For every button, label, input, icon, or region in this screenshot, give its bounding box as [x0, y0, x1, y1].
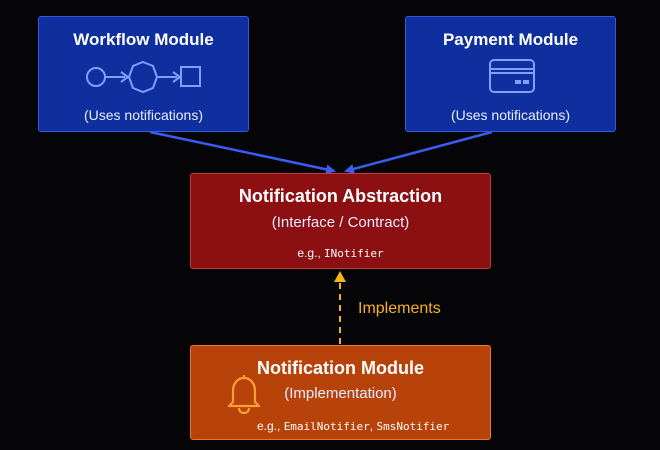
payment-module-title: Payment Module	[442, 30, 579, 49]
abstraction-example-prefix: e.g.,	[297, 246, 325, 260]
implements-arrowhead	[334, 271, 346, 282]
workflow-module-subtitle: (Uses notifications)	[83, 107, 204, 123]
abstraction-subtitle: (Interface / Contract)	[271, 214, 410, 231]
payment-module-box: Payment Module (Uses notifications)	[405, 16, 616, 132]
implementation-example: e.g., EmailNotifier, SmsNotifier	[251, 417, 490, 435]
implementation-example-code-1: EmailNotifier	[283, 420, 370, 433]
implementation-example-prefix: e.g.,	[257, 419, 284, 433]
implements-label: Implements	[358, 300, 441, 317]
notification-abstraction-box: Notification Abstraction (Interface / Co…	[190, 173, 491, 269]
bell-icon	[225, 372, 263, 419]
workflow-to-abstraction-arrow	[149, 130, 336, 175]
workflow-module-title: Workflow Module	[73, 30, 214, 49]
abstraction-example: e.g., INotifier	[191, 244, 490, 262]
workflow-module-box: Workflow Module (Uses notifications)	[38, 16, 249, 132]
implementation-example-code-2: SmsNotifier	[376, 420, 450, 433]
implementation-title: Notification Module	[257, 358, 424, 378]
abstraction-title: Notification Abstraction	[238, 186, 443, 206]
payment-to-abstraction-arrow	[344, 130, 493, 174]
notification-module-box: Notification Module (Implementation) e.g…	[190, 345, 491, 440]
workflow-diagram-icon	[85, 60, 205, 99]
payment-module-subtitle: (Uses notifications)	[450, 107, 571, 123]
implementation-example-separator: ,	[369, 419, 377, 433]
implementation-subtitle: (Implementation)	[284, 385, 397, 402]
abstraction-example-code: INotifier	[324, 247, 384, 260]
credit-card-icon	[488, 58, 536, 99]
